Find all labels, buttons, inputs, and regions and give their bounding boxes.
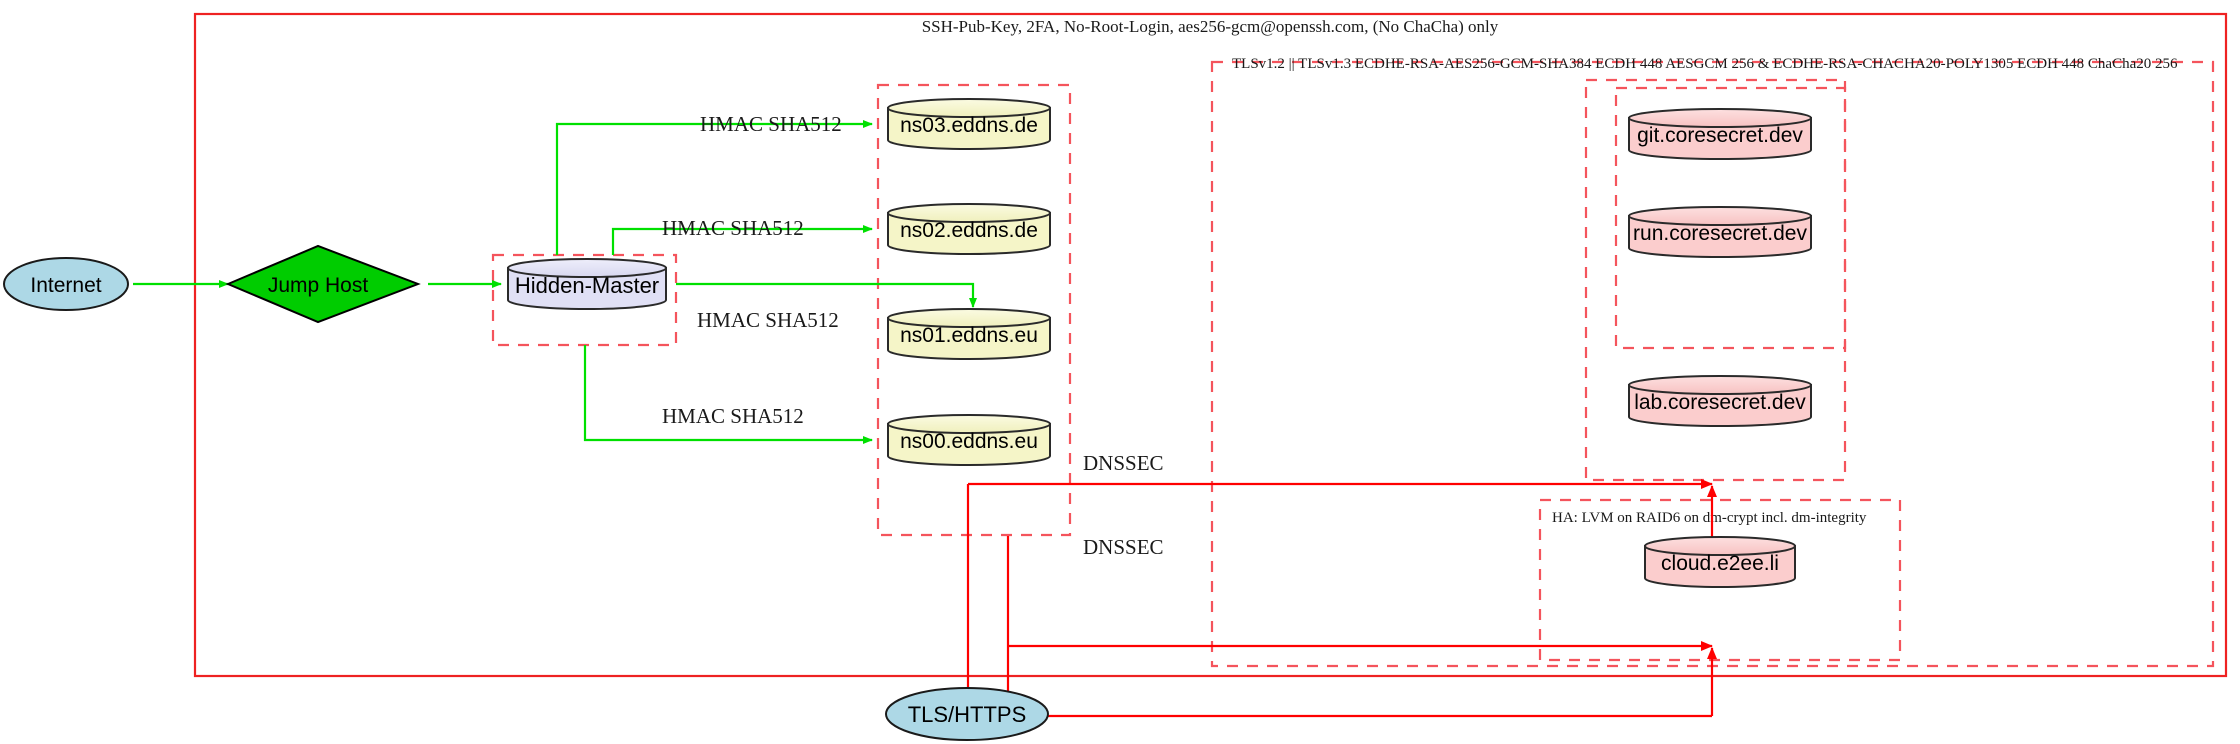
node-run-coresecret-label: run.coresecret.dev xyxy=(1633,222,1807,245)
node-ns00-label: ns00.eddns.eu xyxy=(900,430,1038,453)
cluster-coresecret-inner xyxy=(1614,86,1847,350)
node-tls-https-label: TLS/HTTPS xyxy=(908,702,1027,727)
node-ns03[interactable]: ns03.eddns.de xyxy=(887,98,1051,150)
node-ns01-label: ns01.eddns.eu xyxy=(900,324,1038,347)
node-cloud-e2ee-label: cloud.e2ee.li xyxy=(1661,552,1779,575)
cluster-coresecret-outer xyxy=(1584,78,1847,482)
edge-label-hmac-ns02: HMAC SHA512 xyxy=(662,216,804,240)
node-internet[interactable]: Internet xyxy=(3,257,129,311)
node-cloud-e2ee[interactable]: cloud.e2ee.li xyxy=(1644,536,1796,588)
ssh-policy-note: SSH-Pub-Key, 2FA, No-Root-Login, aes256-… xyxy=(922,17,1499,36)
node-ns02-label: ns02.eddns.de xyxy=(900,219,1038,242)
edge-hiddenmaster-ns00 xyxy=(583,345,873,444)
node-jump-host-label: Jump Host xyxy=(268,274,369,297)
edge-hiddenmaster-ns01 xyxy=(676,282,977,308)
node-internet-label: Internet xyxy=(30,274,101,297)
node-ns01[interactable]: ns01.eddns.eu xyxy=(887,308,1051,360)
node-tls-https[interactable]: TLS/HTTPS xyxy=(885,687,1049,741)
edge-hiddenmaster-ns03 xyxy=(555,120,873,255)
node-lab-coresecret[interactable]: lab.coresecret.dev xyxy=(1628,375,1812,427)
tls-policy-note: TLSv1.2 || TLSv1.3 ECDHE-RSA-AES256-GCM-… xyxy=(1232,56,2178,72)
ha-storage-note: HA: LVM on RAID6 on dm-crypt incl. dm-in… xyxy=(1552,510,1867,526)
node-ns02[interactable]: ns02.eddns.de xyxy=(887,203,1051,255)
edge-label-dnssec-lower: DNSSEC xyxy=(1083,535,1164,559)
node-ns00[interactable]: ns00.eddns.eu xyxy=(887,414,1051,466)
node-jump-host[interactable]: Jump Host xyxy=(225,244,421,324)
cluster-ssh-outer xyxy=(193,12,2228,678)
node-git-coresecret[interactable]: git.coresecret.dev xyxy=(1628,108,1812,160)
node-ns03-label: ns03.eddns.de xyxy=(900,114,1038,137)
node-hidden-master-label: Hidden-Master xyxy=(515,273,659,298)
edge-label-hmac-ns03: HMAC SHA512 xyxy=(700,112,842,136)
node-git-coresecret-label: git.coresecret.dev xyxy=(1637,124,1803,147)
node-lab-coresecret-label: lab.coresecret.dev xyxy=(1634,391,1806,414)
node-run-coresecret[interactable]: run.coresecret.dev xyxy=(1628,206,1812,258)
edge-label-hmac-ns00: HMAC SHA512 xyxy=(662,404,804,428)
cluster-ha-storage xyxy=(1538,498,1902,662)
edge-hiddenmaster-ns02 xyxy=(611,225,873,255)
edge-label-hmac-ns01: HMAC SHA512 xyxy=(697,308,839,332)
edge-label-dnssec-upper: DNSSEC xyxy=(1083,451,1164,475)
node-hidden-master[interactable]: Hidden-Master xyxy=(507,258,667,310)
